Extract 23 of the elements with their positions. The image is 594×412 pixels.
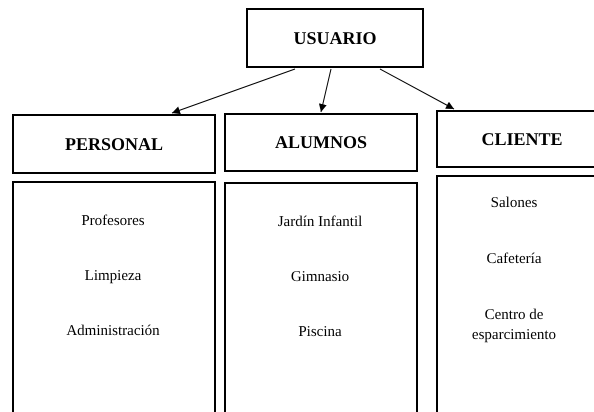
category-label: ALUMNOS xyxy=(274,132,367,153)
list-item: Centro de esparcimiento xyxy=(470,306,558,345)
category-label: PERSONAL xyxy=(64,134,163,154)
category-label: CLIENTE xyxy=(481,128,563,150)
list-item: Cafetería xyxy=(486,250,542,269)
category-box xyxy=(12,114,216,174)
arrow xyxy=(172,68,296,114)
category-box xyxy=(224,113,418,172)
arrow xyxy=(380,68,454,110)
list-item: Piscina xyxy=(297,323,343,342)
item-list-box xyxy=(224,182,418,412)
list-item: Limpieza xyxy=(84,267,142,286)
item-list-box xyxy=(12,181,216,412)
list-item: Administración xyxy=(65,322,161,341)
list-item: Salones xyxy=(490,194,538,213)
category-box xyxy=(436,110,594,168)
list-item: Profesores xyxy=(80,212,146,231)
list-item: Jardín Infantil xyxy=(276,213,364,232)
category-box xyxy=(246,8,424,68)
item-list-box xyxy=(436,175,594,412)
arrow xyxy=(318,68,332,112)
category-label: USUARIO xyxy=(293,28,376,48)
list-item: Gimnasio xyxy=(290,268,350,287)
